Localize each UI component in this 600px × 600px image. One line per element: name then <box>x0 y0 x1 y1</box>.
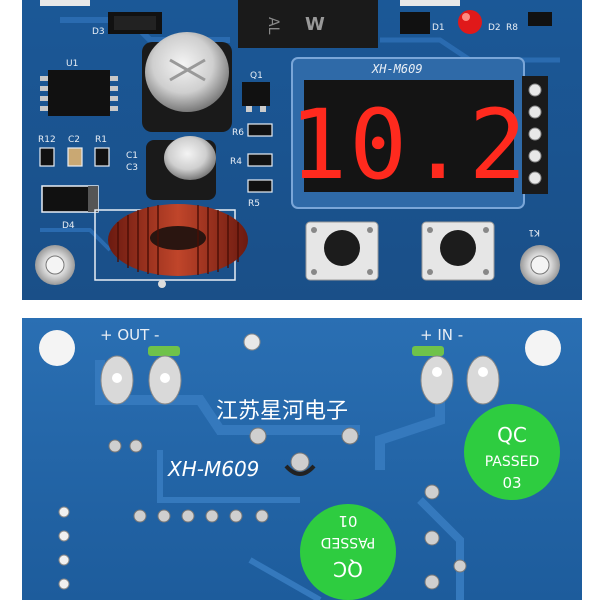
pin-header <box>522 76 548 194</box>
diode-d4: D4 <box>41 185 99 231</box>
solder-joints <box>108 427 467 590</box>
label-u1: U1 <box>66 59 78 69</box>
label-d1: D1 <box>432 23 445 33</box>
toroid-inductor <box>94 204 248 288</box>
transistor-q1: Q1 <box>242 71 270 112</box>
label-r1: R1 <box>95 135 107 145</box>
relay-text: AL <box>265 17 281 35</box>
qc-sticker-01: QC PASSED 01 <box>300 504 396 600</box>
ic-u1: U1 <box>40 59 118 116</box>
qc-sticker-01-line3: 01 <box>338 512 357 530</box>
out-label: + OUT - <box>100 326 159 344</box>
bottom-model-label: XH-M609 <box>167 457 259 481</box>
push-button-right <box>421 221 495 281</box>
label-c1: C1 <box>126 151 138 161</box>
label-d2: D2 <box>488 23 501 33</box>
label-r6: R6 <box>232 128 244 138</box>
qc-sticker-03-line3: 03 <box>502 474 521 492</box>
led-display: XH-M609 10.2 <box>289 57 528 209</box>
electrolytic-capacitor-large: C1 C3 <box>126 32 232 173</box>
label-c2: C2 <box>68 135 80 145</box>
display-model-label: XH-M609 <box>371 62 423 76</box>
label-c3: C3 <box>126 163 138 173</box>
qc-sticker-03-line2: PASSED <box>485 454 540 470</box>
solder-pads-in <box>412 346 500 405</box>
diode-d3: D3 <box>92 12 162 37</box>
label-q1: Q1 <box>250 71 263 81</box>
manufacturer-text: 江苏星河电子 <box>216 399 348 424</box>
label-r12: R12 <box>38 135 56 145</box>
resistors-r6-r4-r5: R6 R4 R5 <box>230 123 273 209</box>
mounting-hole-bottom-right <box>525 330 561 366</box>
solder-pads-out <box>100 346 182 405</box>
label-k1: K1 <box>528 227 540 237</box>
label-r5: R5 <box>248 199 260 209</box>
push-button-left <box>305 221 379 281</box>
top-board: D3 AL W D1 D2 R8 U1 <box>22 0 582 300</box>
in-label: + IN - <box>420 326 463 344</box>
mounting-hole-top-right: K1 <box>520 227 560 285</box>
label-d4: D4 <box>62 221 75 231</box>
label-r8: R8 <box>506 23 518 33</box>
smd-row: R12 C2 R1 <box>38 135 110 167</box>
red-led: D2 R8 <box>458 10 518 34</box>
svg-text:W: W <box>305 14 325 35</box>
qc-sticker-03-line1: QC <box>497 423 527 447</box>
qc-sticker-01-line1: QC <box>333 557 363 581</box>
relay: AL W <box>238 0 378 48</box>
qc-sticker-01-line2: PASSED <box>321 534 376 550</box>
label-r4: R4 <box>230 157 242 167</box>
label-d3: D3 <box>92 27 105 37</box>
mounting-hole-bottom-left <box>39 330 75 366</box>
display-reading: 10.2 <box>289 89 528 201</box>
qc-sticker-03: QC PASSED 03 <box>464 404 560 500</box>
mounting-hole-top-left <box>35 245 75 285</box>
bottom-board: + OUT - + IN - 江苏星河电子 XH-M609 <box>22 318 582 600</box>
pin-row-bottom <box>58 506 70 590</box>
electrolytic-capacitor-small <box>146 136 216 200</box>
